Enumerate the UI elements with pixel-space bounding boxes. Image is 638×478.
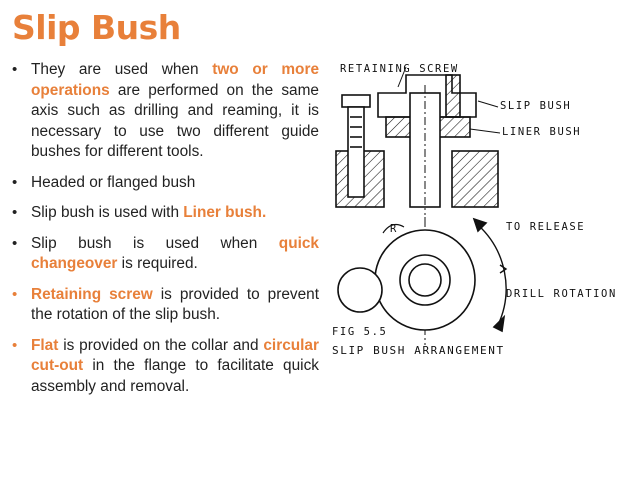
bullet-text: in the flange to facilitate quick assemb…	[31, 357, 319, 395]
bullet-marker: •	[12, 234, 18, 252]
bullet-text: Slip bush is used with	[31, 204, 184, 221]
label-fig-number: FIG 5.5	[332, 326, 388, 338]
bullet-item: • They are used when two or more operatio…	[12, 60, 319, 163]
highlighted-text: Retaining screw	[31, 285, 153, 303]
bore-circle	[408, 263, 442, 297]
label-to-release: TO RELEASE	[506, 221, 586, 233]
highlighted-text: Flat	[31, 336, 59, 354]
slip-bush-flange	[374, 229, 476, 331]
retaining-screw-shank	[347, 106, 365, 198]
bullet-marker: •	[12, 61, 18, 78]
bullet-marker: •	[12, 285, 18, 303]
bullet-item: • Flat is provided on the collar and circ…	[12, 336, 319, 398]
highlighted-text: quick changeover	[31, 234, 319, 273]
bullet-marker: •	[12, 204, 18, 221]
label-radius: R	[390, 223, 398, 235]
bullet-list: • They are used when two or more operatio…	[12, 60, 319, 407]
bullet-text: is required.	[117, 255, 198, 272]
bullet-marker: •	[12, 173, 18, 191]
bullet-text: Headed or flanged bush	[31, 173, 196, 191]
slip-bush-drawing	[335, 66, 508, 345]
bullet-marker: •	[12, 336, 18, 354]
label-liner-bush: LINER BUSH	[502, 126, 582, 138]
sectional-view	[335, 66, 501, 215]
highlighted-text: circular cut-out	[31, 336, 319, 375]
slide-title: Slip Bush	[12, 8, 181, 47]
retaining-screw-head	[341, 94, 371, 108]
label-retaining-screw: RETAINING SCREW	[340, 63, 459, 75]
bullet-text: is provided on the collar and	[58, 336, 264, 354]
bullet-item: • Slip bush is used when quick changeover…	[12, 234, 319, 275]
label-slip-bush: SLIP BUSH	[500, 100, 572, 112]
plan-view	[337, 217, 508, 345]
slip-bush-figure: RETAINING SCREW SLIP BUSH LINER BUSH TO …	[328, 55, 632, 375]
bullet-item: • Headed or flanged bush	[12, 173, 319, 194]
bullet-item: • Retaining screw is provided to prevent …	[12, 285, 319, 326]
label-drill-rotation: DRILL ROTATION	[506, 288, 617, 300]
bullet-text: They are used when	[31, 61, 213, 78]
bullet-text: are performed on the same axis such as d…	[31, 81, 319, 161]
screw-head-plan	[337, 267, 383, 313]
bullet-text: is provided to prevent the rotation of t…	[31, 285, 320, 324]
label-caption: SLIP BUSH ARRANGEMENT	[332, 344, 505, 357]
bullet-item: • Slip bush is used with Liner bush.	[12, 203, 319, 224]
highlighted-text: Liner bush.	[183, 204, 267, 221]
release-arc	[477, 224, 507, 326]
bullet-text: Slip bush is used when	[31, 234, 279, 252]
highlighted-text: two or more operations	[31, 61, 320, 99]
